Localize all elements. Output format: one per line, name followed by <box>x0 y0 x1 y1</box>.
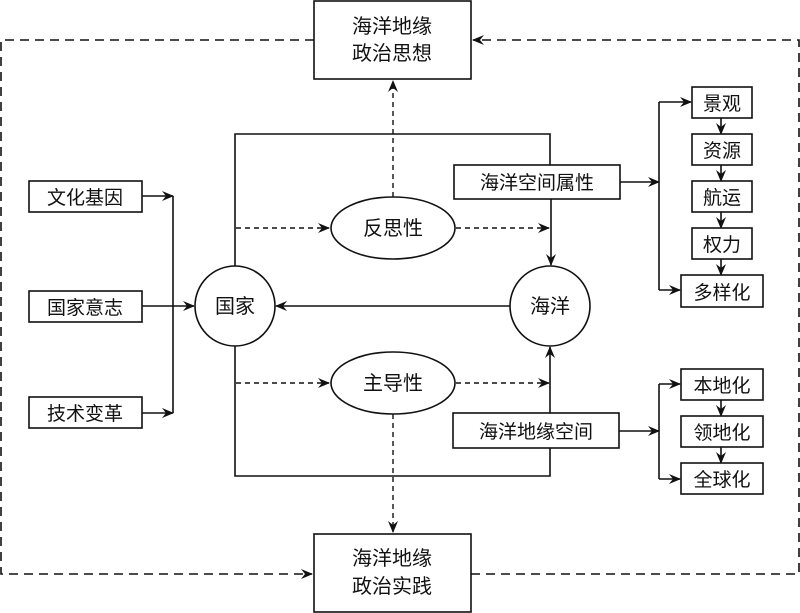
reflexivity-node: 反思性 <box>330 196 456 260</box>
chain-resources-label: 资源 <box>703 140 741 162</box>
chain-landscape: 景观 <box>691 86 753 119</box>
state-label: 国家 <box>215 294 255 318</box>
geopolitical-thought-line2: 政治思想 <box>352 41 432 65</box>
input-national-will: 国家意志 <box>28 290 143 323</box>
geopolitical-thought-box: 海洋地缘 政治思想 <box>313 0 472 80</box>
chain-diversification-label: 多样化 <box>693 282 750 304</box>
chain-diversification: 多样化 <box>680 274 764 308</box>
chain-power-label: 权力 <box>703 234 741 256</box>
feedback-loop-right <box>471 35 800 575</box>
feedback-loop-left <box>0 39 314 579</box>
input-tech-change: 技术变革 <box>28 396 143 429</box>
geo-territorialization: 领地化 <box>680 415 764 448</box>
chain-resources: 资源 <box>691 133 753 166</box>
input-culture-gene: 文化基因 <box>28 180 143 213</box>
geo-localization-label: 本地化 <box>693 375 750 397</box>
geopolitical-practice-box: 海洋地缘 政治实践 <box>313 533 472 613</box>
chain-shipping: 航运 <box>691 180 753 213</box>
lower-frame-line <box>234 346 551 477</box>
geopolitical-practice-line1: 海洋地缘 <box>352 546 432 570</box>
dominance-node: 主导性 <box>330 351 456 415</box>
input-tech-change-label: 技术变革 <box>47 403 123 425</box>
geopolitical-thought-line1: 海洋地缘 <box>352 14 432 38</box>
ocean-geo-space-label: 海洋地缘空间 <box>479 421 593 443</box>
ocean-space-attribute-label: 海洋空间属性 <box>480 172 594 194</box>
state-node: 国家 <box>194 265 276 347</box>
ocean-label: 海洋 <box>530 294 570 318</box>
dominance-label: 主导性 <box>363 371 423 395</box>
chain-power: 权力 <box>691 227 753 260</box>
geo-localization: 本地化 <box>680 368 764 401</box>
ocean-node: 海洋 <box>509 265 591 347</box>
geo-globalization-label: 全球化 <box>693 469 750 491</box>
chain-shipping-label: 航运 <box>703 187 741 209</box>
geo-globalization: 全球化 <box>680 462 764 495</box>
input-culture-gene-label: 文化基因 <box>47 187 123 209</box>
ocean-space-attribute-box: 海洋空间属性 <box>453 164 621 200</box>
geo-territorialization-label: 领地化 <box>693 422 750 444</box>
input-national-will-label: 国家意志 <box>47 297 123 319</box>
reflexivity-label: 反思性 <box>363 216 423 240</box>
geopolitical-practice-line2: 政治实践 <box>352 574 432 598</box>
chain-landscape-label: 景观 <box>703 93 741 115</box>
ocean-geo-space-box: 海洋地缘空间 <box>452 412 620 449</box>
